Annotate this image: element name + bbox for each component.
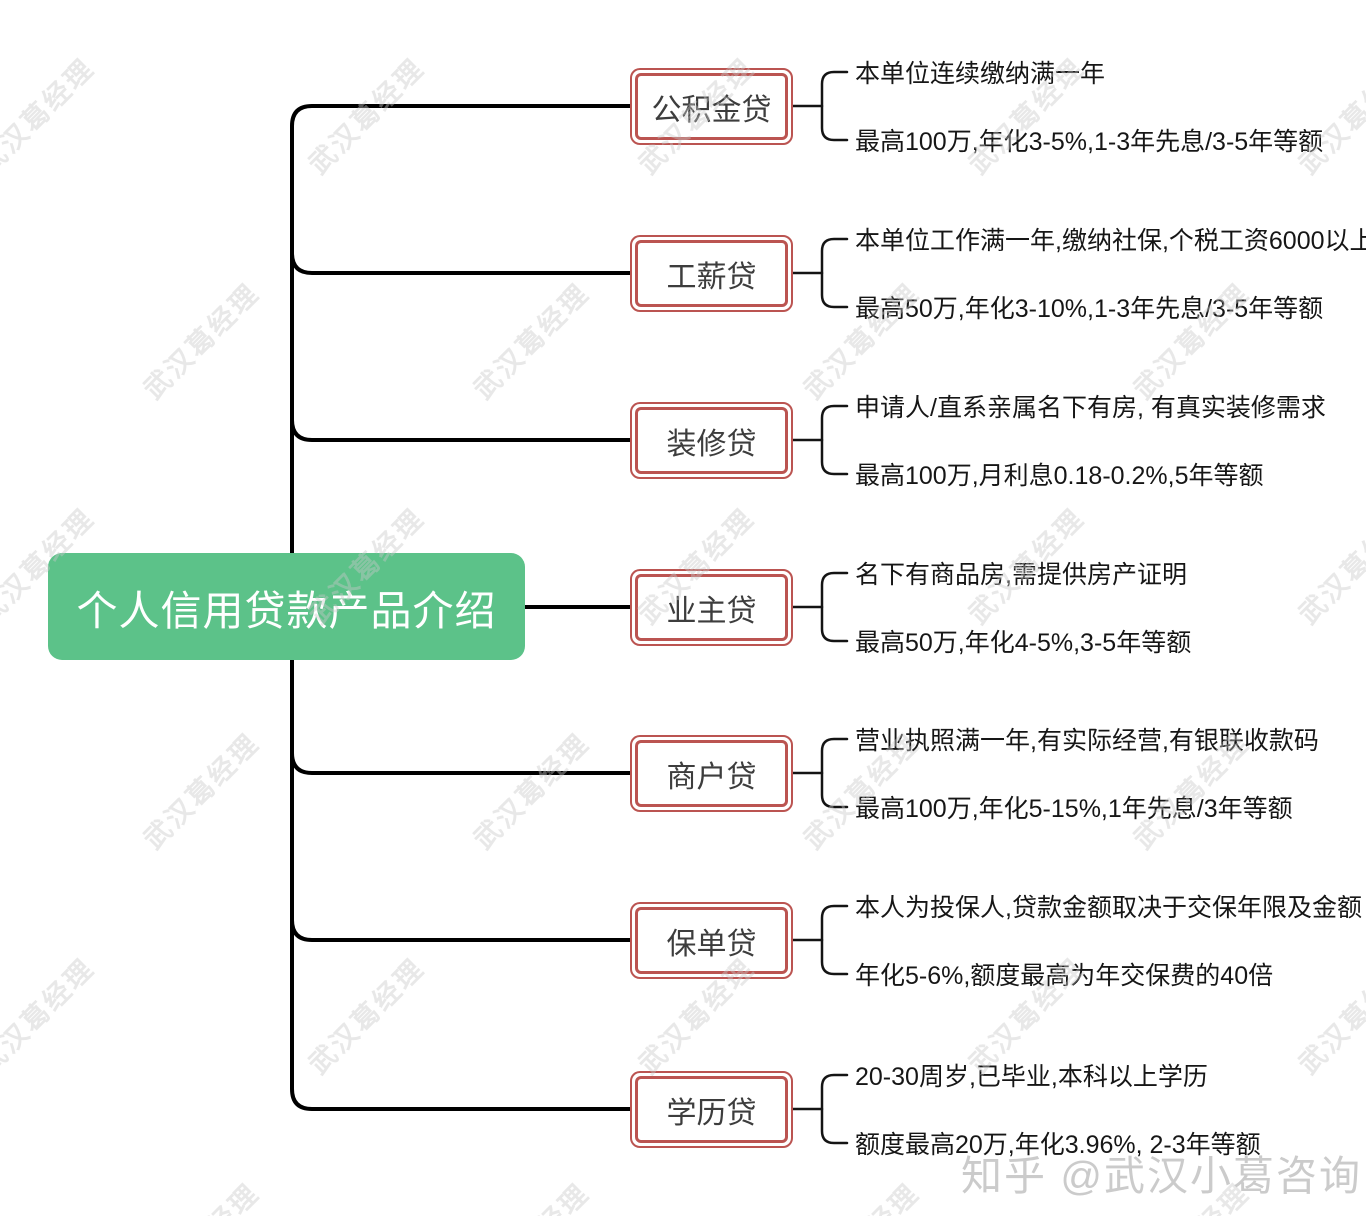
- leaf-terms[interactable]: 最高50万,年化3-10%,1-3年先息/3-5年等额: [855, 295, 1324, 323]
- topic-label: 装修贷: [635, 407, 788, 474]
- brace-curve: [820, 1073, 849, 1145]
- topic-policy-loan[interactable]: 保单贷: [630, 902, 793, 979]
- brace-curve: [820, 737, 849, 809]
- brace-curve: [820, 70, 849, 142]
- topic-merchant-loan[interactable]: 商户贷: [630, 735, 793, 812]
- topic-label: 公积金贷: [635, 73, 788, 140]
- leaf-requirement[interactable]: 申请人/直系亲属名下有房, 有真实装修需求: [855, 394, 1326, 422]
- leaf-terms[interactable]: 最高100万,年化5-15%,1年先息/3年等额: [855, 795, 1293, 823]
- leaf-requirement[interactable]: 本单位连续缴纳满一年: [855, 60, 1106, 88]
- branch-braces: [790, 70, 849, 1145]
- topic-label: 业主贷: [635, 574, 788, 641]
- leaf-requirement[interactable]: 本单位工作满一年,缴纳社保,个税工资6000以上: [855, 227, 1366, 255]
- leaf-terms[interactable]: 额度最高20万,年化3.96%, 2-3年等额: [855, 1131, 1261, 1159]
- topic-label: 工薪贷: [635, 240, 788, 307]
- brace-curve: [820, 571, 849, 643]
- leaf-terms[interactable]: 最高100万,年化3-5%,1-3年先息/3-5年等额: [855, 128, 1324, 156]
- root-topic[interactable]: 个人信用贷款产品介绍: [48, 553, 525, 660]
- root-topic-label: 个人信用贷款产品介绍: [76, 587, 497, 634]
- leaf-requirement[interactable]: 本人为投保人,贷款金额取决于交保年限及金额: [855, 894, 1362, 922]
- topic-renovation-loan[interactable]: 装修贷: [630, 402, 793, 479]
- brace-curve: [820, 404, 849, 476]
- leaf-terms[interactable]: 最高100万,月利息0.18-0.2%,5年等额: [855, 462, 1264, 490]
- leaf-requirement[interactable]: 名下有商品房,需提供房产证明: [855, 561, 1187, 589]
- topic-provident-fund-loan[interactable]: 公积金贷: [630, 68, 793, 145]
- topic-label: 学历贷: [635, 1076, 788, 1143]
- topic-label: 保单贷: [635, 907, 788, 974]
- leaf-requirement[interactable]: 20-30周岁,已毕业,本科以上学历: [855, 1063, 1208, 1091]
- topic-homeowner-loan[interactable]: 业主贷: [630, 569, 793, 646]
- topic-label: 商户贷: [635, 740, 788, 807]
- leaf-terms[interactable]: 年化5-6%,额度最高为年交保费的40倍: [855, 962, 1274, 990]
- brace-curve: [820, 904, 849, 976]
- topic-salary-loan[interactable]: 工薪贷: [630, 235, 793, 312]
- leaf-terms[interactable]: 最高50万,年化4-5%,3-5年等额: [855, 629, 1192, 657]
- brace-curve: [820, 237, 849, 309]
- leaf-requirement[interactable]: 营业执照满一年,有实际经营,有银联收款码: [855, 727, 1319, 755]
- topic-education-loan[interactable]: 学历贷: [630, 1071, 793, 1148]
